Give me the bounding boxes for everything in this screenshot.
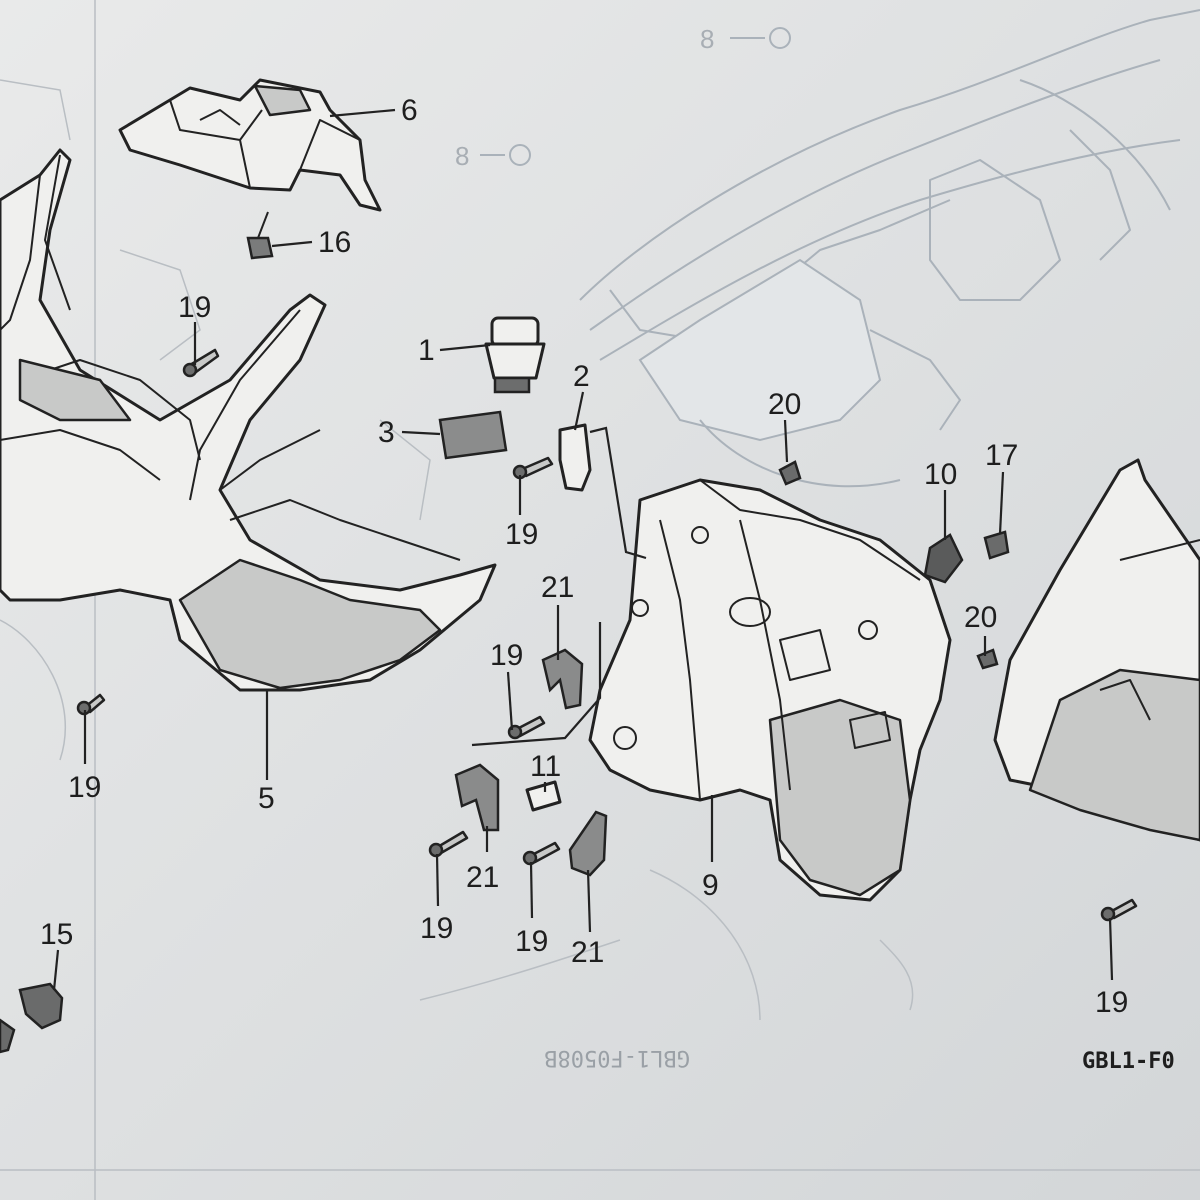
- callout-20-b: 20: [964, 601, 997, 634]
- callout-6: 6: [401, 94, 418, 127]
- part-1-switch: [484, 316, 546, 394]
- callout-3: 3: [378, 416, 395, 449]
- part-9-inner-cover: [588, 478, 952, 902]
- callout-19-a: 19: [178, 291, 211, 324]
- clip-21-group: [454, 648, 608, 877]
- screw-19-group: [76, 348, 1138, 922]
- callout-21-b: 21: [466, 861, 499, 894]
- part-6-bracket: [118, 78, 382, 212]
- callout-2: 2: [573, 360, 590, 393]
- callout-11: 11: [530, 750, 561, 783]
- callout-9: 9: [702, 869, 719, 902]
- callout-15: 15: [40, 918, 73, 951]
- ghost-diagram-code: GBL1-F0508B: [544, 1045, 690, 1070]
- callout-21-a: 21: [541, 571, 574, 604]
- part-2-clip: [558, 423, 592, 492]
- callout-labels: 6 16 19 1 3 2 19 20 10 17 20 21 19 19 5 …: [40, 94, 1175, 1074]
- right-side-cover: [993, 458, 1200, 842]
- leader-lines: [52, 108, 1114, 991]
- part-3-pad: [438, 410, 508, 460]
- callout-19-e: 19: [420, 912, 453, 945]
- callout-19-b: 19: [505, 518, 538, 551]
- part-11-nut: [525, 780, 562, 812]
- ghost-label-8-left: 8: [455, 141, 469, 171]
- callout-19-f: 19: [515, 925, 548, 958]
- ghost-label-8-top: 8: [700, 24, 714, 54]
- callout-17: 17: [985, 439, 1018, 472]
- diagram-code: GBL1-F0: [1082, 1049, 1175, 1074]
- callout-21-c: 21: [571, 936, 604, 969]
- part-5-lower-cover: [0, 148, 497, 692]
- callout-20-a: 20: [768, 388, 801, 421]
- callout-16: 16: [318, 226, 351, 259]
- part-10-cap: [923, 533, 964, 584]
- callout-19-c: 19: [490, 639, 523, 672]
- small-fasteners: [0, 211, 1010, 1054]
- callout-19-d: 19: [68, 771, 101, 804]
- callout-5: 5: [258, 782, 275, 815]
- callout-10: 10: [924, 458, 957, 491]
- callout-1: 1: [418, 334, 435, 367]
- callout-19-g: 19: [1095, 986, 1128, 1019]
